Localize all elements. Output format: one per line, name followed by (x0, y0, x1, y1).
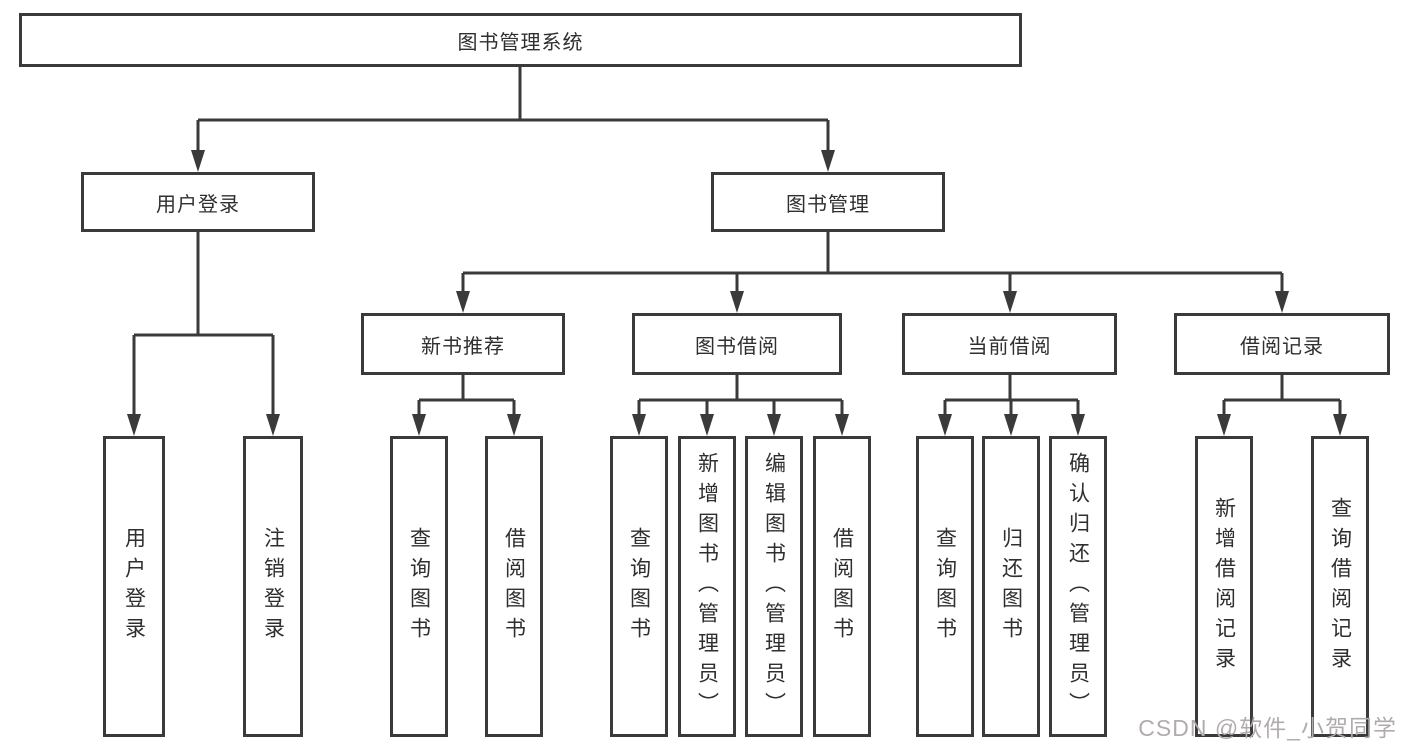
leaf-return-book: 归还图书 (982, 436, 1040, 737)
leaf-user-login: 用户登录 (103, 436, 165, 737)
node-book-borrow: 图书借阅 (632, 313, 842, 375)
node-new-book-recommend: 新书推荐 (361, 313, 565, 375)
leaf-logout: 注销登录 (243, 436, 303, 737)
leaf-query-books-recommend: 查询图书 (390, 436, 448, 737)
leaf-query-books-borrow: 查询图书 (610, 436, 668, 737)
csdn-watermark: CSDN @软件_小贺同学 (1138, 715, 1397, 741)
leaf-add-borrow-record: 新增借阅记录 (1195, 436, 1253, 737)
leaf-query-books-current: 查询图书 (916, 436, 974, 737)
leaf-edit-book-admin: 编辑图书（管理员） (745, 436, 803, 737)
leaf-confirm-return-admin: 确认归还（管理员） (1049, 436, 1107, 737)
node-current-borrow: 当前借阅 (902, 313, 1117, 375)
leaf-borrow-books: 借阅图书 (813, 436, 871, 737)
node-root: 图书管理系统 (19, 13, 1022, 67)
node-user-login: 用户登录 (81, 172, 315, 232)
leaf-borrow-books-recommend: 借阅图书 (485, 436, 543, 737)
node-borrow-records: 借阅记录 (1174, 313, 1390, 375)
node-book-management: 图书管理 (711, 172, 945, 232)
leaf-query-borrow-record: 查询借阅记录 (1311, 436, 1369, 737)
leaf-add-book-admin: 新增图书（管理员） (678, 436, 736, 737)
